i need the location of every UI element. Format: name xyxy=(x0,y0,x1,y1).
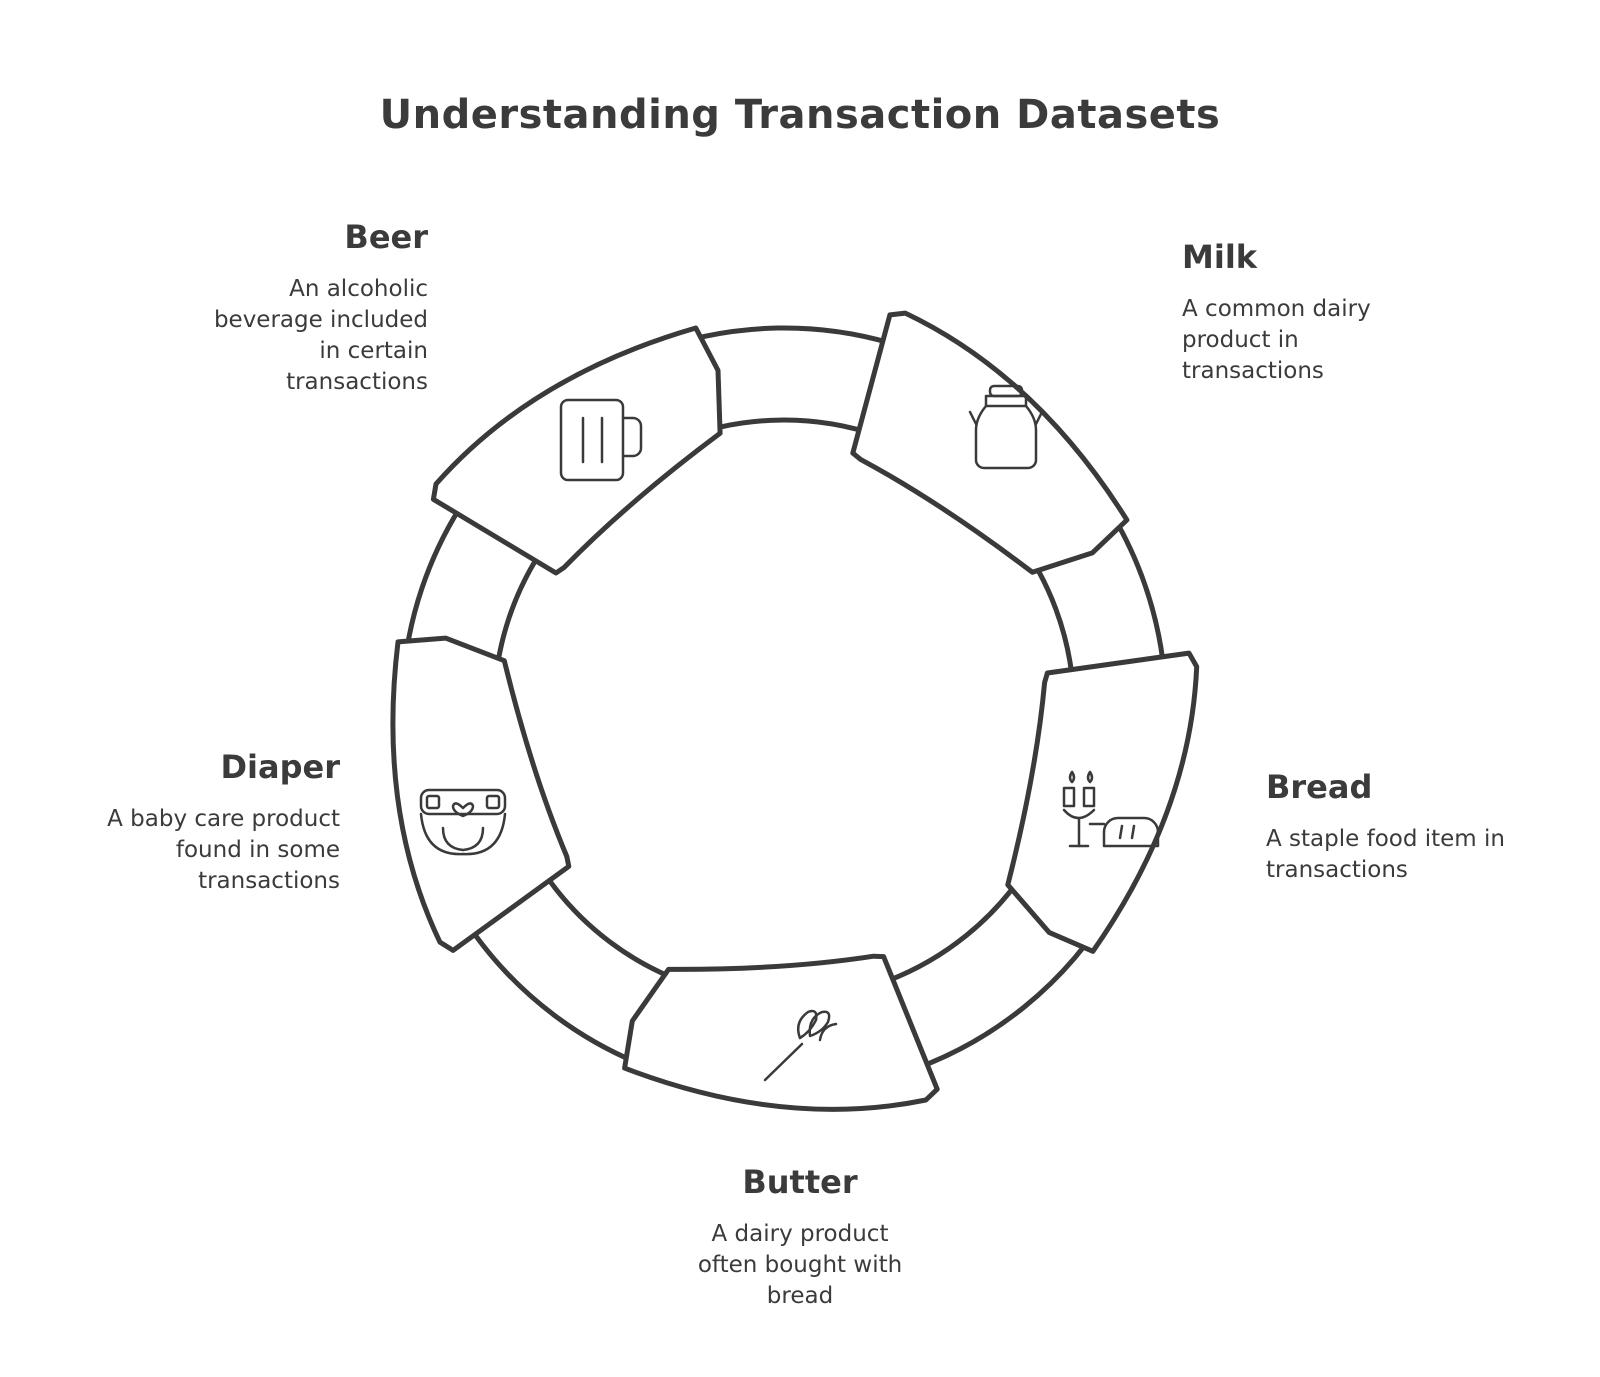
arrow-head-beer xyxy=(430,325,723,576)
label-beer: Beer An alcoholic beverage included in c… xyxy=(128,218,428,398)
label-diaper: Diaper A baby care product found in some… xyxy=(40,748,340,897)
arrow-head-diaper xyxy=(390,635,572,953)
item-name: Beer xyxy=(344,218,428,256)
item-name: Milk xyxy=(1182,238,1258,276)
arrow-head-milk xyxy=(850,310,1130,575)
item-description: A common dairy product in transactions xyxy=(1182,296,1371,384)
bread-icon xyxy=(1062,770,1160,848)
item-name: Butter xyxy=(742,1163,858,1201)
label-milk: Milk A common dairy product in transacti… xyxy=(1182,238,1422,387)
item-description: A dairy product often bought with bread xyxy=(697,1221,903,1309)
icons-layer xyxy=(419,384,1160,1082)
arrow-head-butter xyxy=(622,953,940,1112)
arrow-head-bread xyxy=(1005,650,1200,954)
diagram-title: Understanding Transaction Datasets xyxy=(379,92,1221,138)
item-name: Diaper xyxy=(220,748,340,786)
milk-can-icon xyxy=(968,384,1044,470)
item-description: A baby care product found in some transa… xyxy=(107,806,340,894)
cycle-ring xyxy=(390,310,1200,1112)
beer-mug-icon xyxy=(559,398,643,482)
item-description: A staple food item in transactions xyxy=(1266,826,1505,883)
label-bread: Bread A staple food item in transactions xyxy=(1266,768,1566,886)
label-butter: Butter A dairy product often bought with… xyxy=(650,1163,950,1312)
item-name: Bread xyxy=(1266,768,1373,806)
diaper-icon xyxy=(419,788,507,856)
butter-knife-icon xyxy=(763,1009,838,1082)
item-description: An alcoholic beverage included in certai… xyxy=(213,276,428,395)
